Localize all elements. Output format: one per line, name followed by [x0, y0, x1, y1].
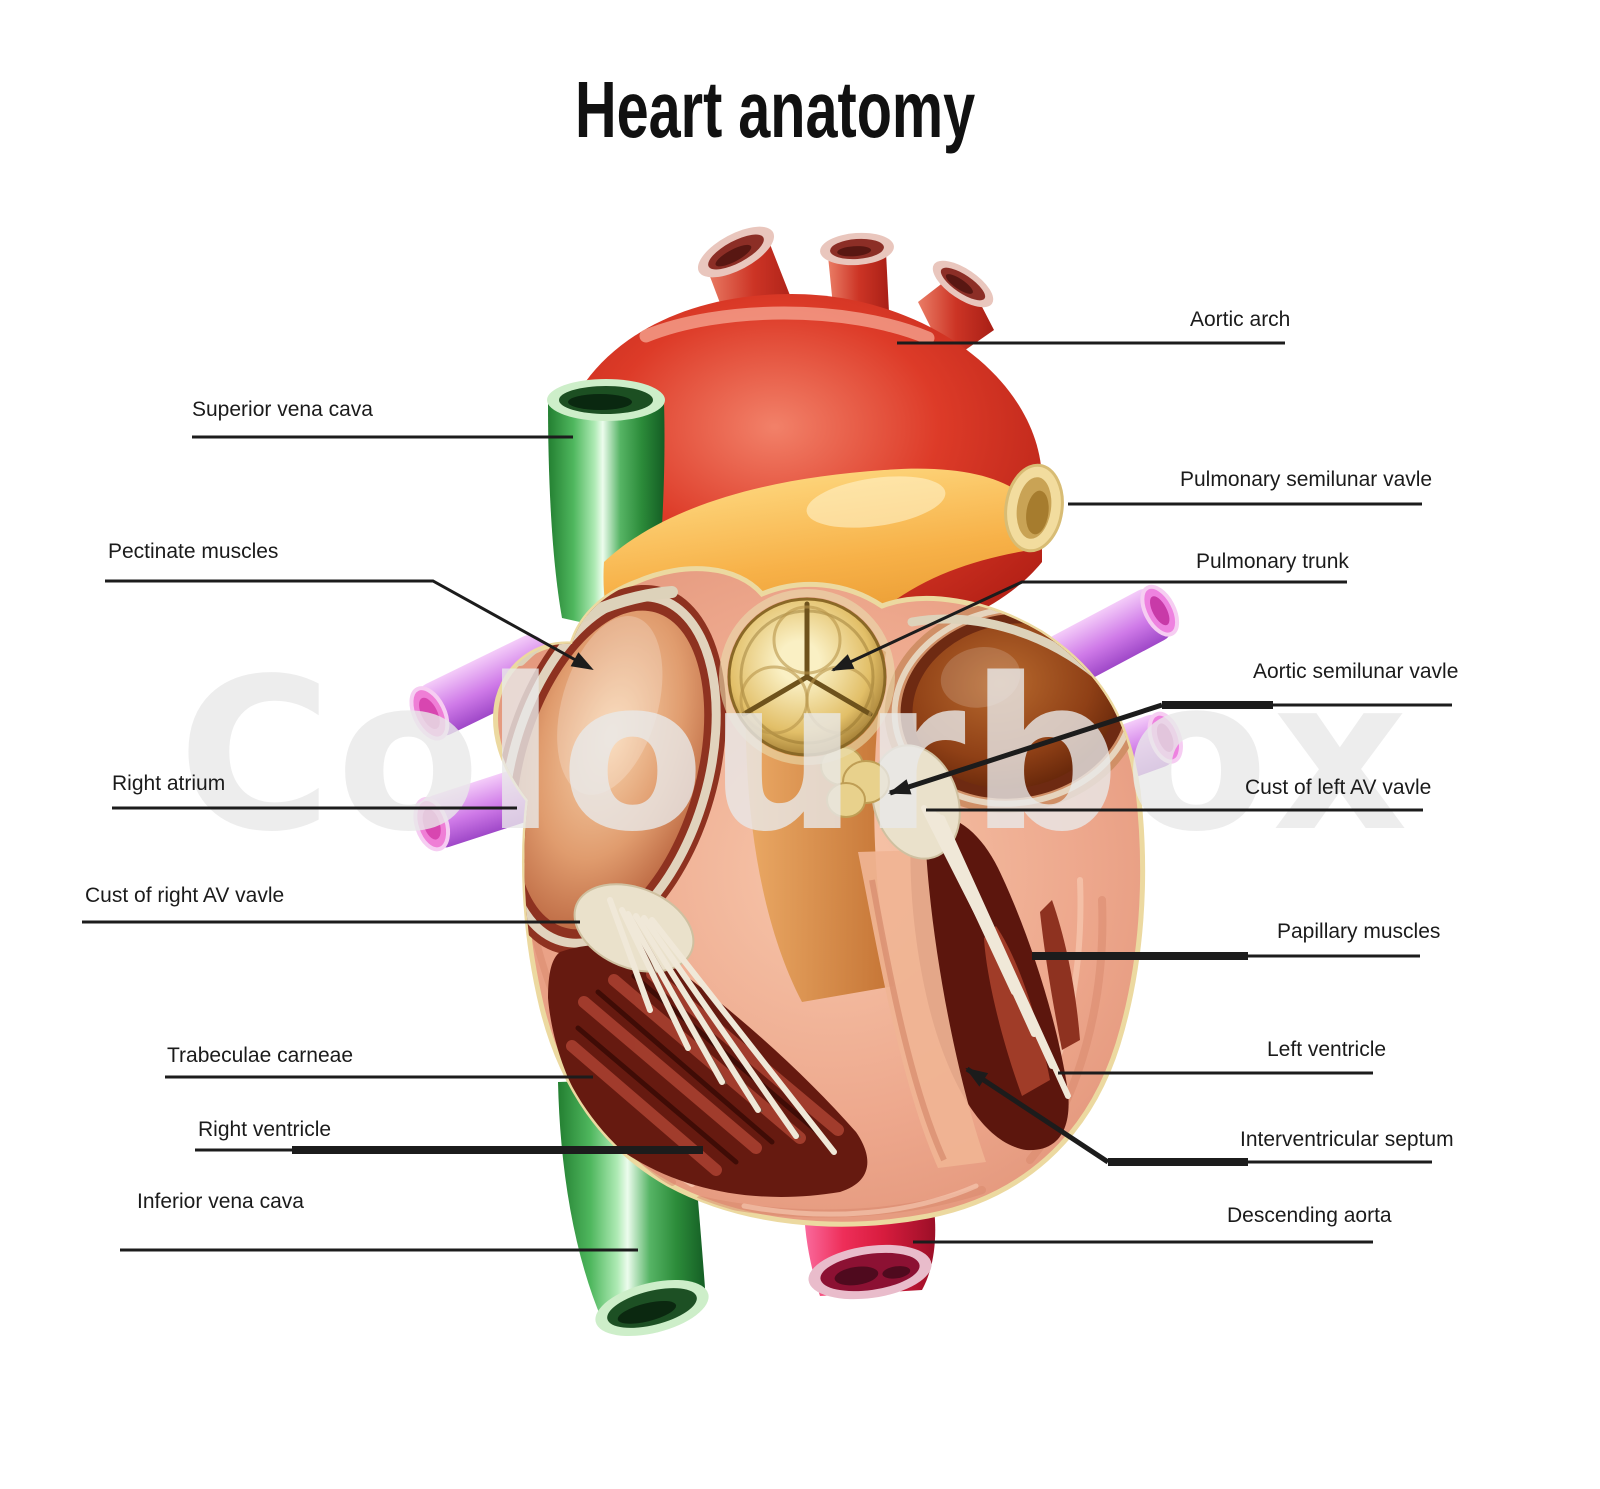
label-aortic-semilunar-valve: Aortic semilunar vavle [1253, 660, 1459, 683]
leader-pulmonary-trunk [832, 580, 1347, 672]
label-cusp-left-av-valve: Cust of left AV vavle [1245, 776, 1432, 799]
leader-aortic-semilunar-diag [889, 702, 1163, 796]
leader-lines [82, 341, 1452, 1252]
interventricular-septum-wall [858, 850, 986, 1168]
label-cusp-right-av-valve: Cust of right AV vavle [85, 884, 285, 907]
label-papillary-muscles: Papillary muscles [1277, 920, 1441, 943]
label-trabeculae-carneae: Trabeculae carneae [167, 1044, 354, 1067]
leader-interventricular-diag [965, 1066, 1110, 1165]
label-inferior-vena-cava: Inferior vena cava [137, 1190, 304, 1213]
watermark-text: Colourbox [178, 633, 1412, 878]
label-left-ventricle: Left ventricle [1267, 1038, 1387, 1061]
page-title: Heart anatomy [575, 65, 976, 154]
label-superior-vena-cava: Superior vena cava [192, 398, 373, 421]
label-right-atrium: Right atrium [112, 772, 226, 795]
label-pulmonary-semilunar-valve: Pulmonary semilunar vavle [1180, 468, 1433, 491]
label-descending-aorta: Descending aorta [1227, 1204, 1392, 1227]
aortic-valve [820, 746, 890, 818]
label-interventricular-septum: Interventricular septum [1240, 1128, 1454, 1151]
leader-pectinate-muscles [105, 579, 591, 670]
leader-arrowheads [570, 652, 989, 1087]
right-ventricle-cavity [548, 944, 868, 1197]
label-right-ventricle: Right ventricle [198, 1118, 332, 1141]
right-av-valve-chordae [573, 883, 837, 1155]
label-pulmonary-trunk: Pulmonary trunk [1196, 550, 1349, 573]
papillary-muscle [1040, 900, 1080, 1050]
heart-body [493, 566, 1146, 1227]
pulmonary-trunk-opening [1004, 463, 1064, 553]
label-aortic-arch: Aortic arch [1190, 308, 1291, 331]
left-av-valve-chordae [871, 744, 1072, 1099]
aortic-branch-openings [697, 226, 994, 308]
label-pectinate-muscles: Pectinate muscles [108, 540, 279, 563]
pulmonary-valve [719, 589, 895, 765]
